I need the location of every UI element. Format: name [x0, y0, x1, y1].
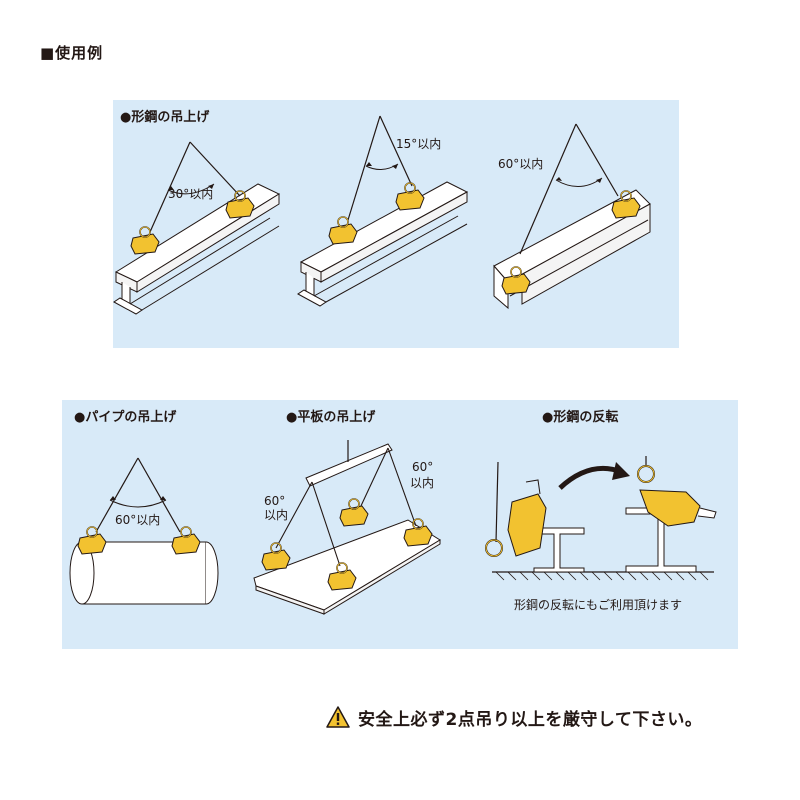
plate-lift-figure [253, 440, 441, 615]
plate-lift-title: ●平板の吊上げ [286, 410, 376, 425]
pipe-lift-figure [69, 457, 219, 605]
shape-lift-angle-2: 15°以内 [396, 137, 442, 151]
shape-lift-figure-3 [493, 123, 651, 310]
shape-lift-angle-1: 30°以内 [168, 187, 214, 201]
plate-lift-angle-left-value: 60° [264, 494, 286, 508]
shape-flip-title: ●形鋼の反転 [542, 410, 619, 425]
warning-text: 安全上必ず2点吊り以上を厳守して下さい。 [358, 709, 703, 730]
page-heading: ■使用例 [40, 44, 104, 62]
warning-triangle-icon [326, 706, 350, 728]
shape-lift-figure-2 [297, 115, 469, 307]
plate-lift-angle-right-suffix: 以内 [410, 476, 435, 490]
shape-flip-figure [485, 456, 717, 581]
plate-lift-angle-left-suffix: 以内 [264, 508, 289, 522]
shape-flip-caption: 形鋼の反転にもご利用頂けます [514, 598, 683, 612]
shape-lift-title: ●形鋼の吊上げ [120, 110, 210, 125]
shape-lift-figure-1 [113, 141, 281, 315]
safety-warning: 安全上必ず2点吊り以上を厳守して下さい。 [326, 704, 702, 730]
shape-lift-angle-3: 60°以内 [498, 157, 544, 171]
pipe-lift-angle: 60°以内 [115, 513, 161, 527]
pipe-lift-title: ●パイプの吊上げ [74, 410, 177, 425]
plate-lift-angle-right-value: 60° [412, 460, 434, 474]
